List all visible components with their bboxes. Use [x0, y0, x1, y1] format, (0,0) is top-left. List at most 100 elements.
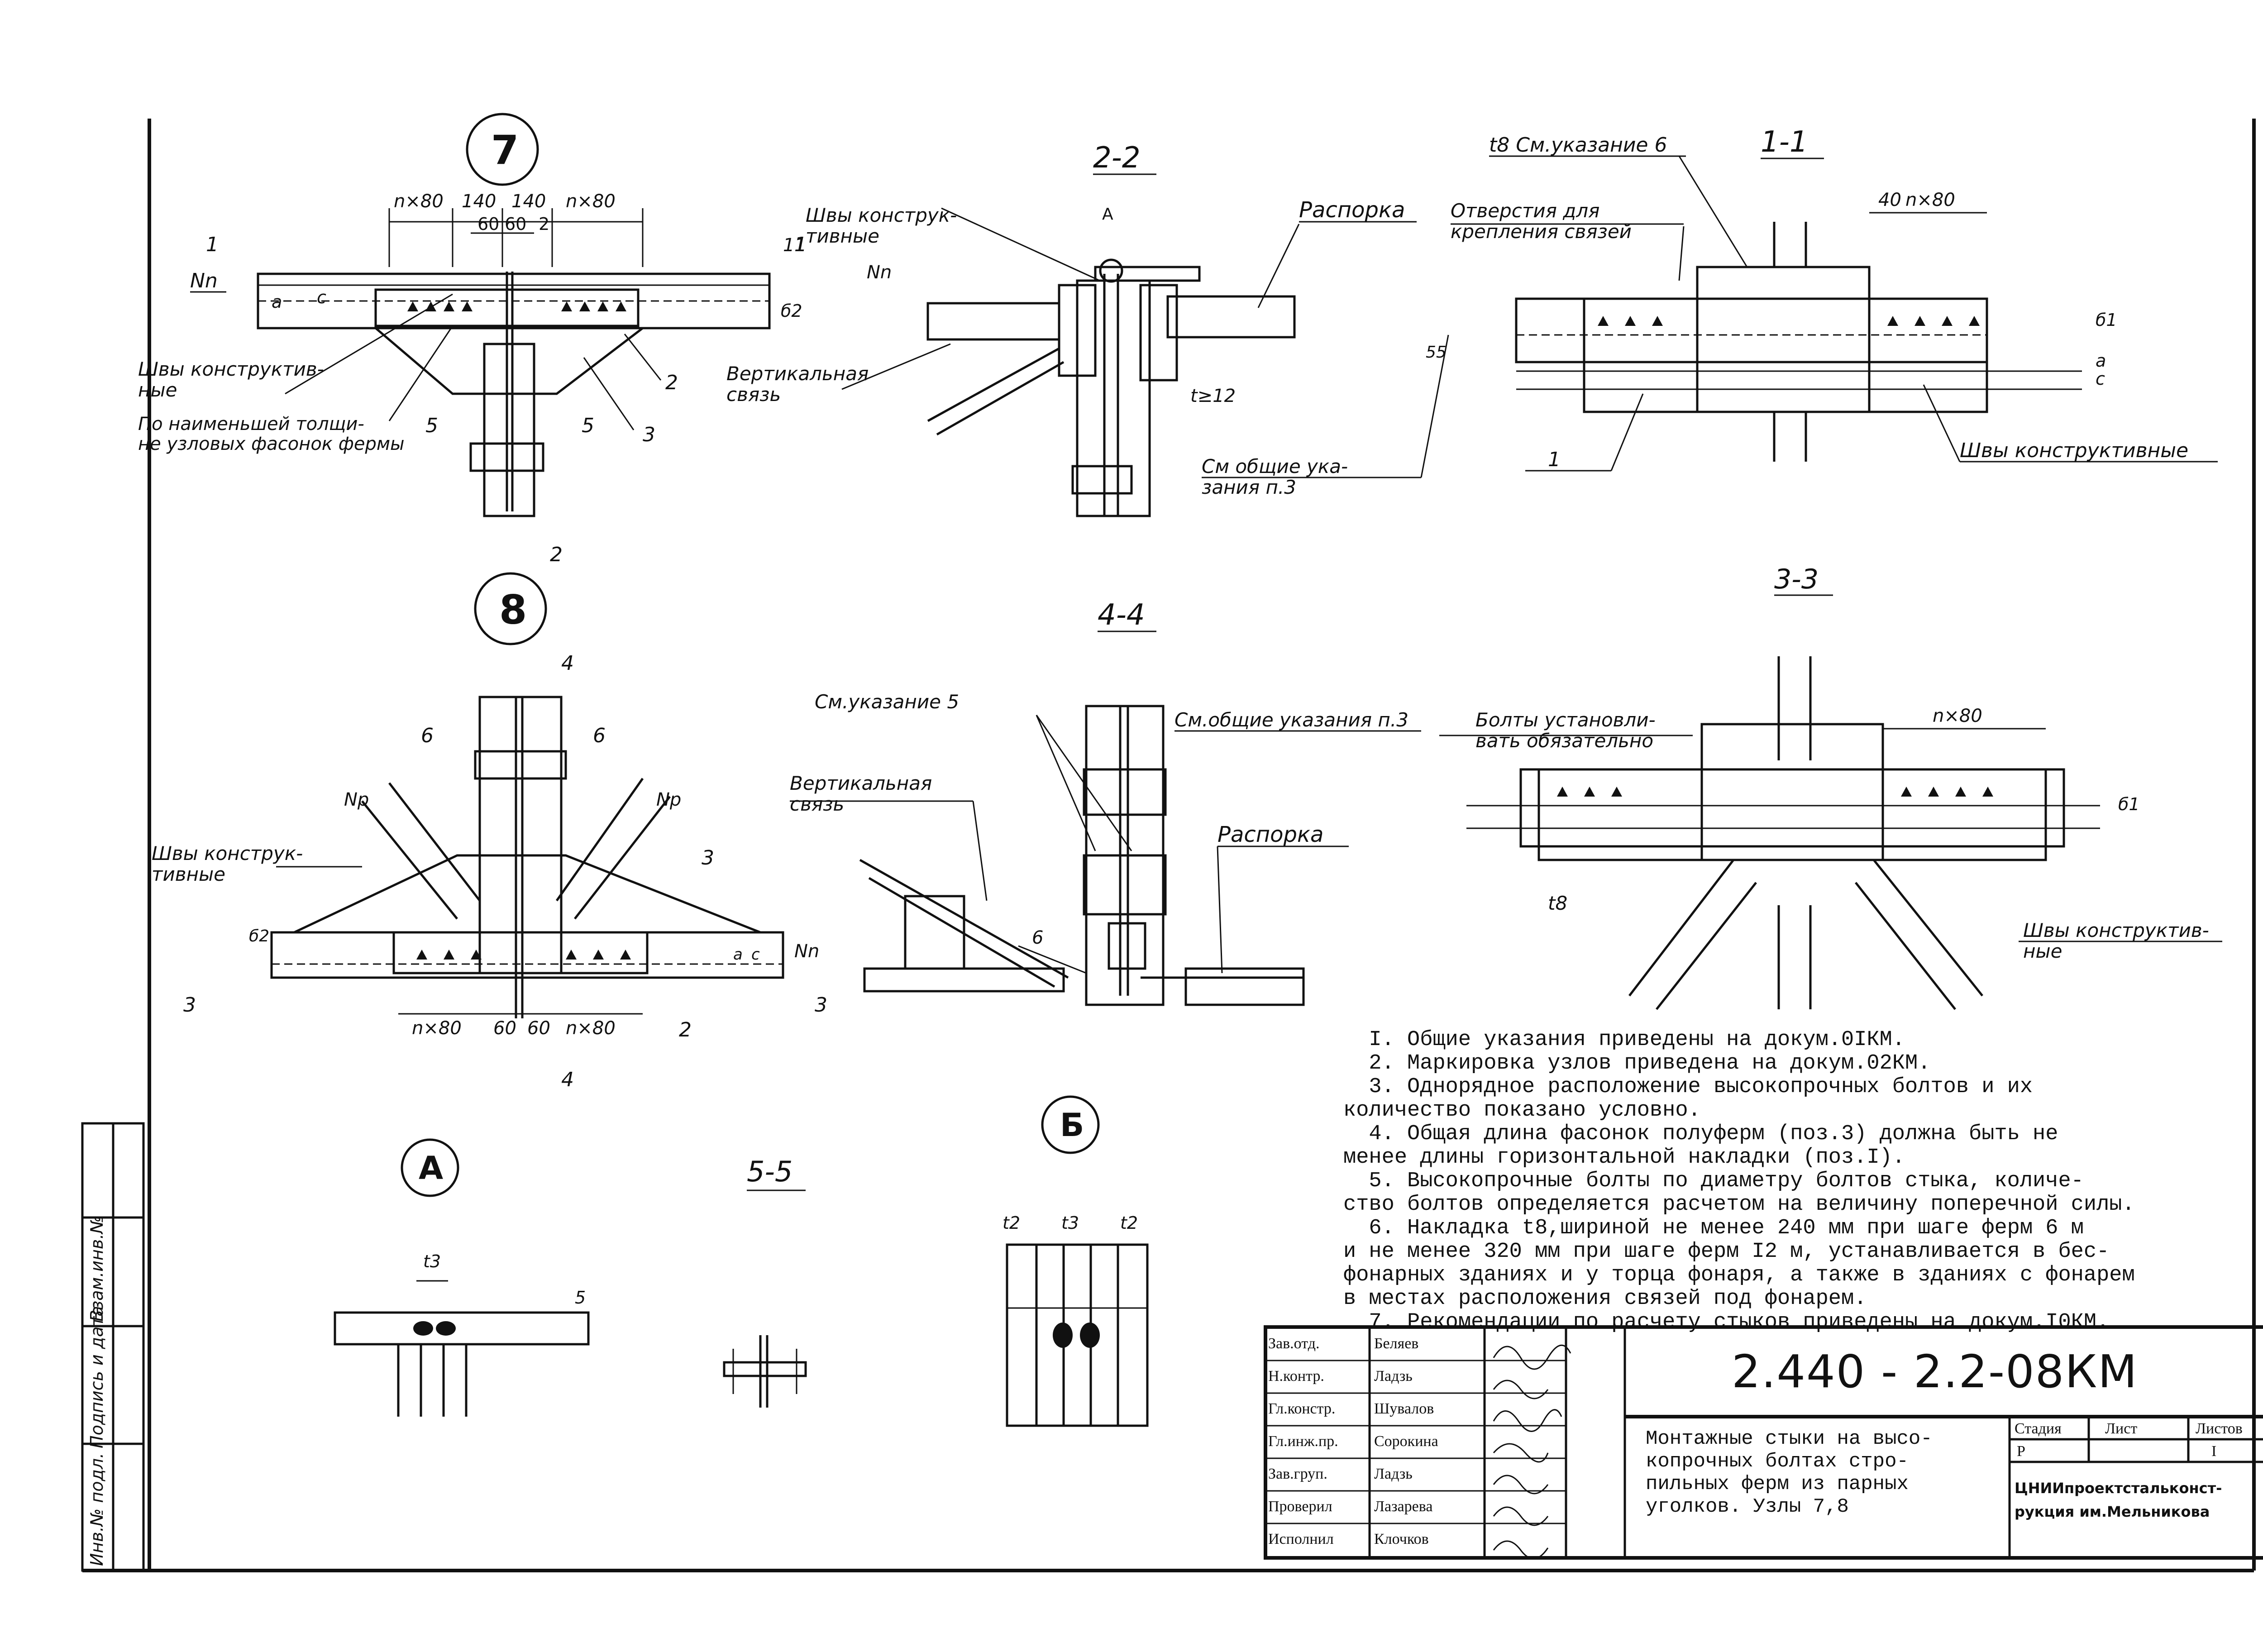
label-line: не узловых фасонок фермы [138, 434, 405, 454]
col-sheet-header: Лист [2105, 1420, 2138, 1437]
section2-Nn: Nn [867, 262, 892, 283]
node8-pos-3: 3 [702, 846, 714, 869]
node7-cut-5-right: 5 [582, 414, 594, 437]
label-line: тивные [152, 863, 225, 885]
node-7-number: 7 [491, 127, 519, 173]
note-2: 2. Маркировка узлов приведена на докум.0… [1343, 1051, 1931, 1075]
node-B-drawing: Б t2 t3 t2 [1003, 1095, 1149, 1427]
node7-dim-2: 2 [539, 214, 549, 234]
section1-pos-1: 1 [1548, 448, 1561, 471]
name-3: Шувалов [1374, 1400, 1434, 1417]
section4-general-notes-label: См.общие указания п.3 [1174, 709, 1408, 731]
node8-welds-label: Швы конструк-тивные [152, 842, 303, 885]
name-4: Сорокина [1374, 1433, 1438, 1450]
node7-c-label: c [317, 287, 326, 307]
node8-b2: б2 [249, 927, 269, 945]
side-stamp: Инв.№ подл. Подпись и дата Взам.инв.№ [82, 1122, 141, 1575]
stage-value: Р [2017, 1443, 2025, 1460]
section-3-3-title: 3-3 [1774, 563, 1819, 595]
name-2: Ладзь [1374, 1368, 1413, 1385]
node7-dim-n80-right: n×80 [566, 191, 616, 212]
node8-Nn: Nn [794, 941, 819, 962]
nodeB-t2-left: t2 [1003, 1213, 1020, 1233]
node7-a-label: a [272, 292, 282, 312]
node7-bolts [407, 301, 626, 311]
node7-cut-2: 2 [550, 543, 563, 566]
node8-dim-60-right: 60 [527, 1018, 550, 1039]
node8-cut-3-right: 3 [815, 993, 827, 1017]
section4-pos-6: 6 [1032, 927, 1043, 948]
section-3-3-drawing: 3-3 Болты установли-вать обязательно n×8… [1439, 563, 2222, 1010]
section-5-5-drawing: 5-5 [723, 1155, 807, 1408]
node-7-marker [466, 113, 539, 186]
role-3: Гл.констр. [1268, 1400, 1336, 1417]
name-1: Беляев [1374, 1335, 1419, 1352]
section2-cut1b: 1 [794, 235, 806, 256]
col-sheets-header: Листов [2196, 1420, 2243, 1437]
node-8-drawing: 8 4 4 6 6 Np Np Nn 3 3 Швы конструк-тивн… [152, 572, 827, 1091]
node7-dim-140-right: 140 [511, 191, 546, 212]
section-5-5-title: 5-5 [747, 1155, 793, 1188]
node-A-letter: А [419, 1150, 443, 1187]
nodeB-t3: t3 [1061, 1213, 1079, 1233]
node8-c: c [751, 945, 760, 964]
side-vzam-inv: Взам.инв.№ [87, 1216, 107, 1322]
note-7: 7. Рекомендации по расчету стыков привед… [1343, 1310, 2110, 1334]
label-line: связь [790, 793, 844, 815]
node7-dim-60-right: 60 [505, 214, 526, 234]
section1-dim-n80: n×80 [1905, 190, 1955, 210]
drawing-title: Монтажные стыки на высо- копрочных болта… [1646, 1428, 1933, 1518]
role-5: Зав.груп. [1268, 1466, 1327, 1482]
node7-welds-label: Швы конструктив-ные [138, 358, 324, 401]
role-1: Зав.отд. [1268, 1335, 1320, 1352]
section2-welds-label: Швы конструк-тивные [806, 204, 957, 247]
role-4: Гл.инж.пр. [1268, 1433, 1338, 1450]
section-4-4-title: 4-4 [1098, 598, 1145, 632]
nodeA-t3: t3 [423, 1251, 441, 1271]
section2-A-mark: А [1102, 205, 1113, 224]
node8-cut-6-right: 6 [593, 724, 606, 747]
node8-cut-6-left: 6 [421, 724, 434, 747]
node8-Np-right: Np [656, 789, 681, 810]
section3-t8: t8 [1548, 892, 1567, 914]
node7-cut-1-left: 1 [206, 233, 219, 256]
node7-dim-140-left: 140 [462, 191, 496, 212]
label-line: ные [138, 379, 177, 401]
section1-a: a [2096, 351, 2106, 371]
node8-dim-n80-left: n×80 [412, 1018, 462, 1039]
nodeA-dim-5: 5 [575, 1288, 586, 1308]
node-B-marker [1041, 1095, 1100, 1154]
label-line: зания п.3 [1202, 476, 1296, 498]
section3-bolts-label: Болты установли-вать обязательно [1475, 709, 1656, 752]
organization: ЦНИИпроектстальконст- рукция им.Мельнико… [2015, 1480, 2222, 1520]
node-B-letter: Б [1060, 1107, 1084, 1144]
section2-t12: t≥12 [1190, 386, 1236, 406]
label-line: ные [2023, 940, 2062, 962]
node7-dim-60-left: 60 [477, 214, 499, 234]
section1-b1: б1 [2096, 310, 2117, 330]
node7-b2-label: б2 [781, 301, 802, 321]
node8-dim-n80-right: n×80 [566, 1018, 616, 1039]
node7-dim-n80-left: n×80 [394, 191, 444, 212]
node-7-drawing: 7 n×80 140 140 n×80 60 60 2 [138, 113, 807, 566]
col-stage-header: Стадия [2015, 1420, 2062, 1437]
role-7: Исполнил [1268, 1531, 1334, 1547]
note-3: 3. Однорядное расположение высокопрочных… [1343, 1075, 2033, 1122]
section1-welds-label: Швы конструктивные [1960, 439, 2188, 462]
node8-dim-60-left: 60 [493, 1018, 516, 1039]
section1-dim-40: 40 [1878, 190, 1901, 210]
node7-pos-3: 3 [643, 423, 655, 446]
section2-cut1a: 1 [783, 235, 794, 256]
side-sign-date: Подпись и дата [87, 1306, 107, 1448]
name-7: Клочков [1374, 1531, 1429, 1547]
name-5: Ладзь [1374, 1466, 1413, 1482]
drawing-code: 2.440 - 2.2-08КМ [1732, 1345, 2138, 1398]
section4-strut-label: Распорка [1217, 822, 1323, 847]
role-2: Н.контр. [1268, 1368, 1324, 1385]
node7-cut-5-left: 5 [425, 414, 438, 437]
